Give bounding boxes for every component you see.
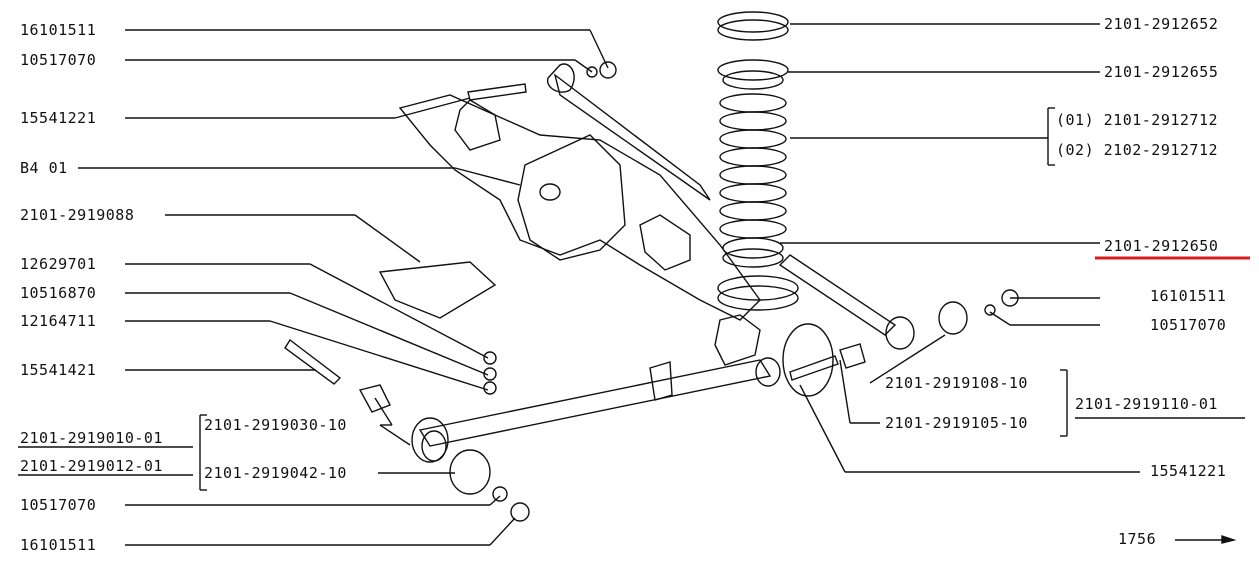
part-label: 10517070 [20,51,97,69]
part-label: 2101-2919108-10 [885,374,1028,392]
part-label: 15541221 [1150,462,1227,480]
part-label: (01) 2101-2912712 [1056,111,1219,129]
part-label: 2101-2919012-01 [20,457,163,475]
part-label: 2101-2919010-01 [20,429,163,447]
part-label: 15541221 [20,109,97,127]
part-label: 2101-2919042-10 [204,464,347,482]
part-label: 10516870 [20,284,97,302]
part-label: 2101-2919105-10 [885,414,1028,432]
part-label: 16101511 [20,21,97,39]
part-label: 12164711 [20,312,97,330]
leader-lines [18,11,1245,546]
part-label: (02) 2102-2912712 [1056,141,1219,159]
part-label: 10517070 [20,496,97,514]
part-label: 2101-2912655 [1104,63,1219,81]
part-label: 10517070 [1150,316,1227,334]
part-label: 2101-2919110-01 [1075,395,1218,413]
part-label: 16101511 [1150,287,1227,305]
part-label: 2101-2919030-10 [204,416,347,434]
part-label: 16101511 [20,536,97,554]
figure-number: 1756 [1118,530,1157,548]
part-label: B4 01 [20,159,68,177]
part-label: 2101-2919088 [20,206,135,224]
part-label: 12629701 [20,255,97,273]
part-label-highlighted: 2101-2912650 [1104,237,1219,255]
part-label: 2101-2912652 [1104,15,1219,33]
part-label: 15541421 [20,361,97,379]
